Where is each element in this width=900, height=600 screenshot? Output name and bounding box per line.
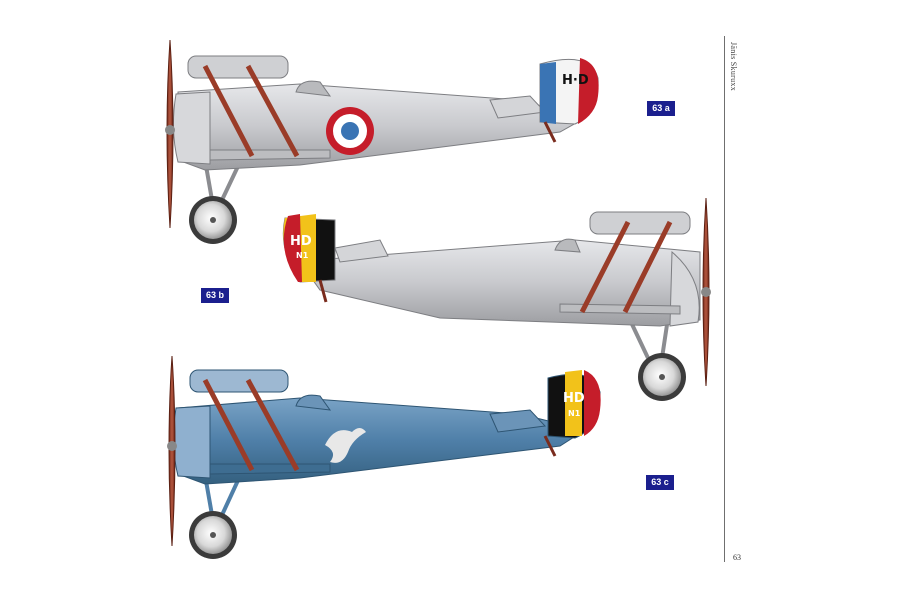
tail-code-c: HD: [563, 391, 585, 406]
label-63c: 63 c: [646, 475, 674, 490]
running-title: Jānis Skuruxx: [729, 42, 738, 92]
tail-code-b: HD: [290, 234, 312, 249]
tail-number-b: N1: [296, 251, 309, 260]
label-63b: 63 b: [201, 288, 229, 303]
aircraft-b: [282, 197, 711, 401]
tail-number-c: N1: [568, 409, 581, 418]
page-number: 63: [733, 553, 741, 562]
tail-code-a: H·D: [562, 73, 589, 88]
aircraft-c: [167, 355, 601, 559]
label-63a: 63 a: [647, 101, 675, 116]
margin-rule: [724, 36, 725, 562]
aircraft-a: [165, 39, 599, 244]
